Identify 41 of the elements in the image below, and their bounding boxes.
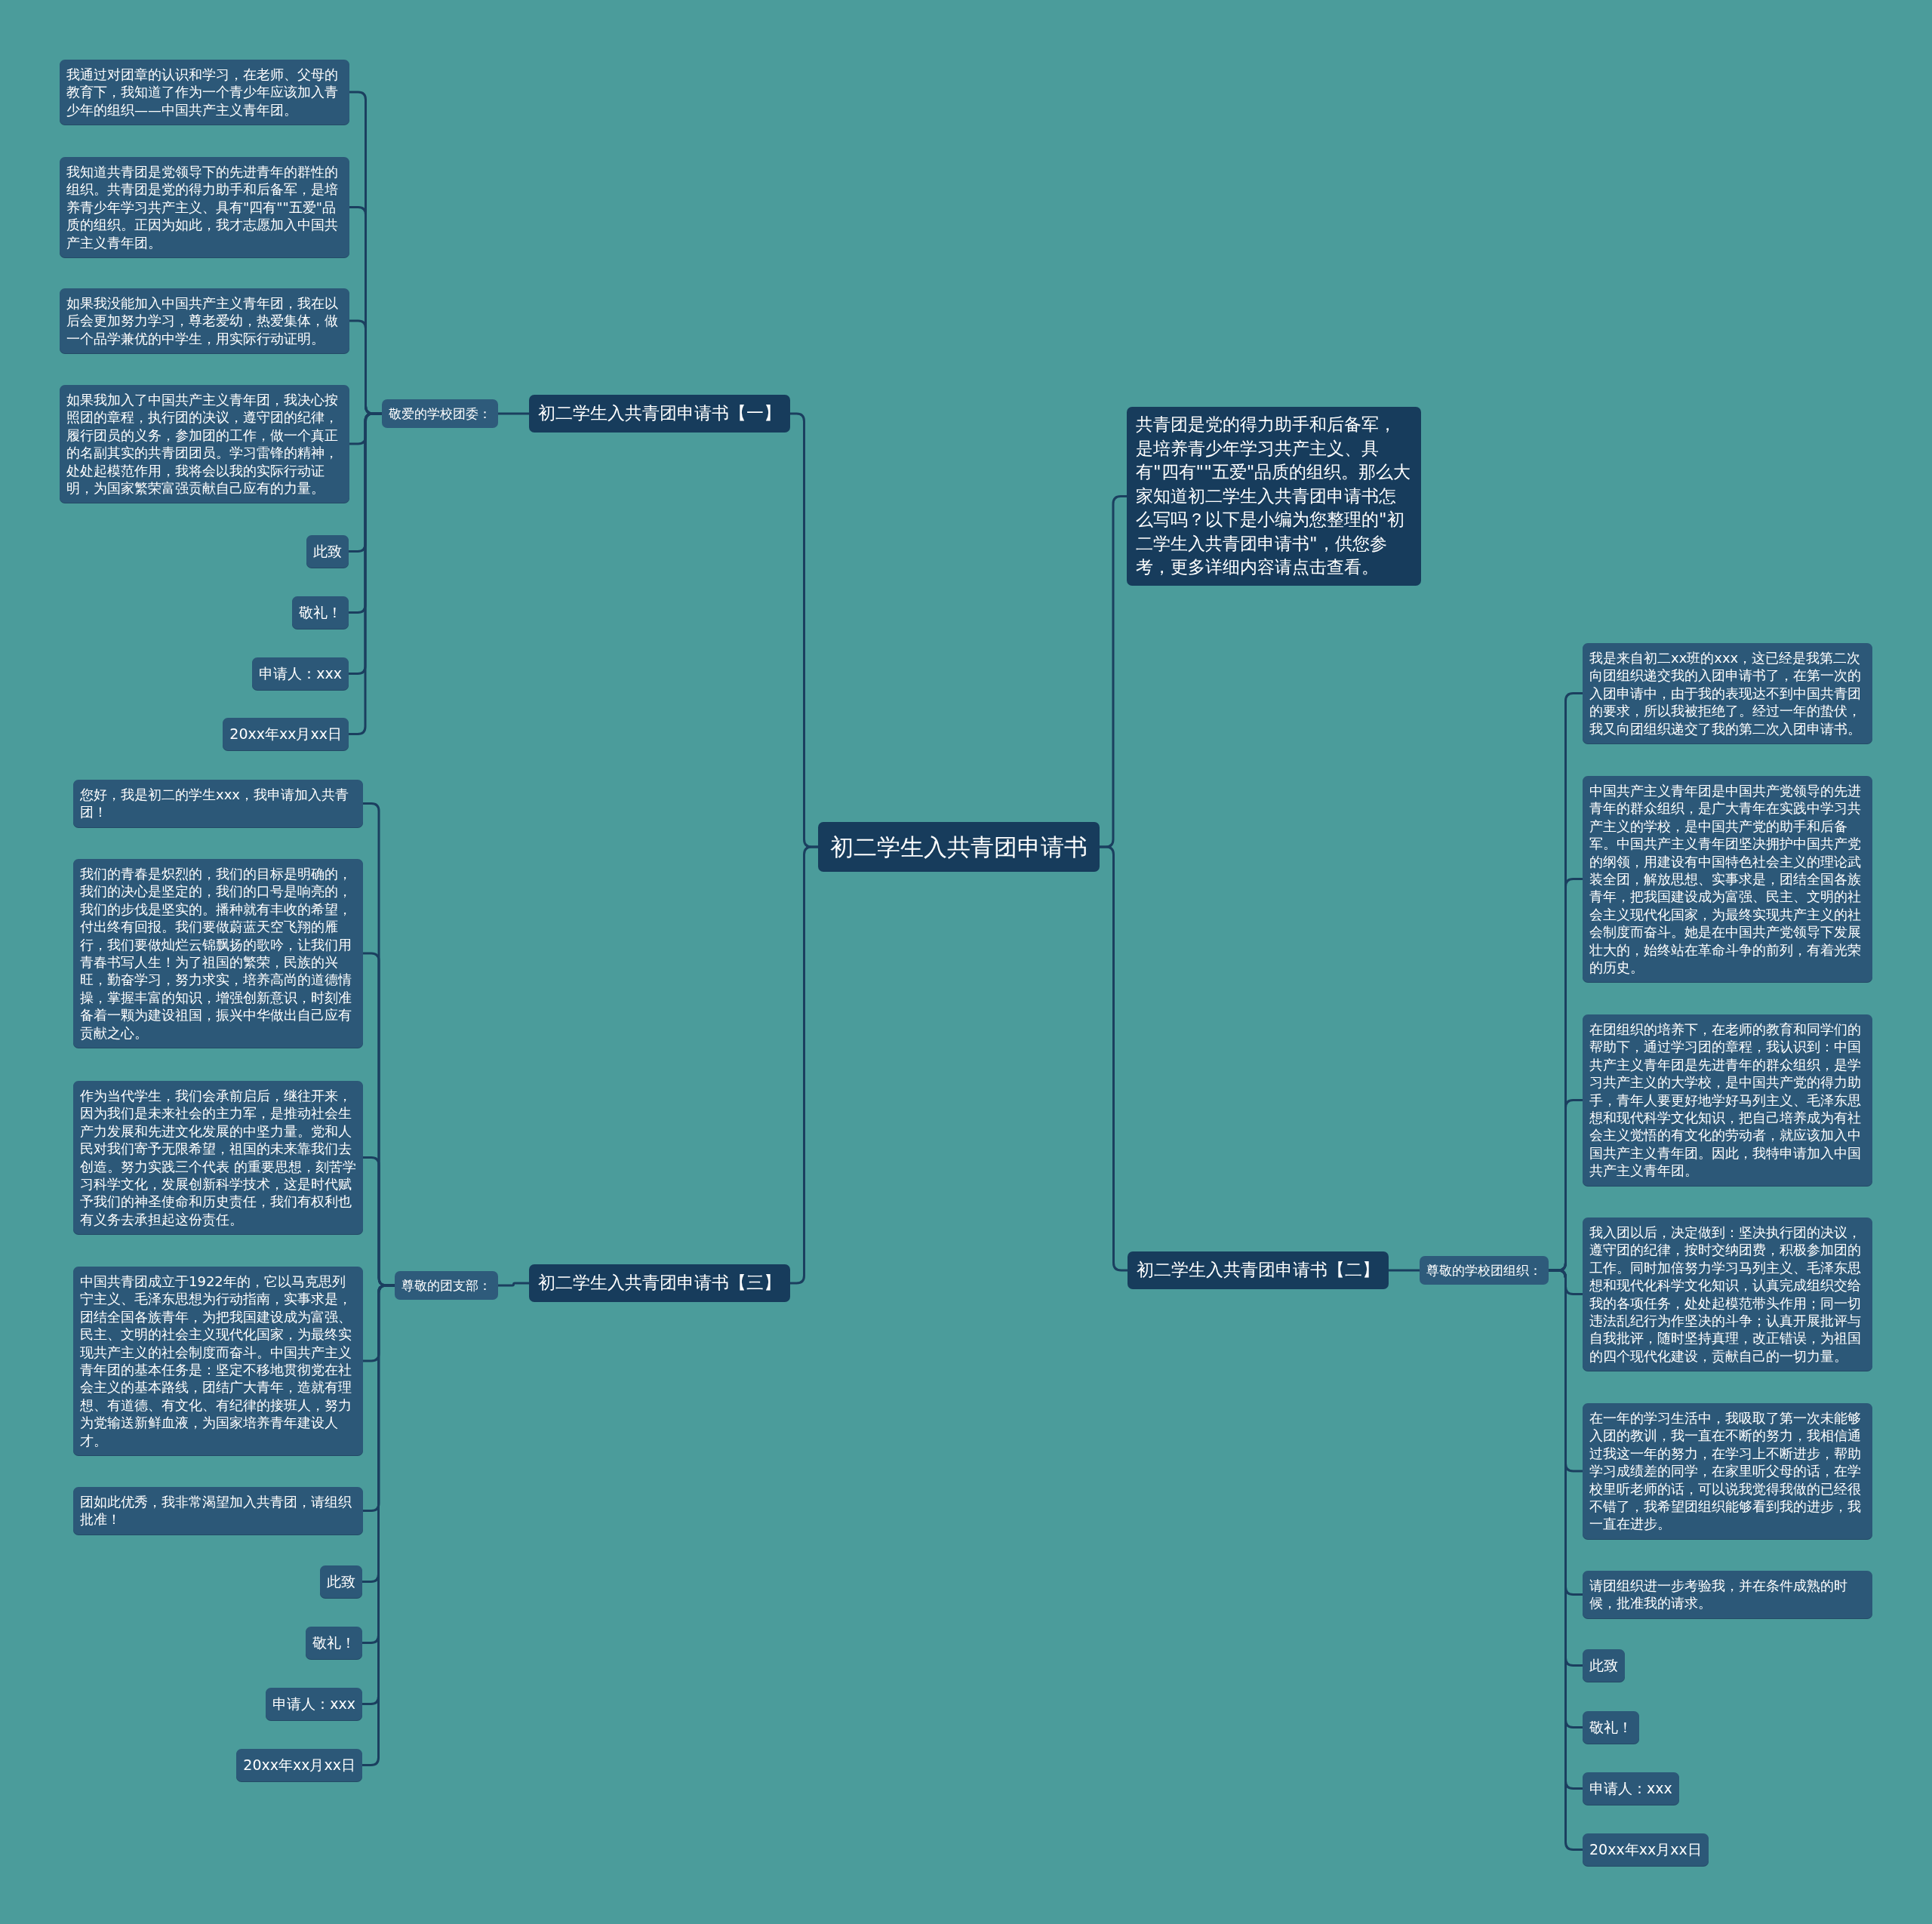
connector-line — [498, 412, 529, 415]
connector-line — [790, 845, 818, 1285]
central-topic: 初二学生入共青团申请书 — [818, 822, 1100, 873]
text-card: 在一年的学习生活中，我吸取了第一次未能够入团的教训，我一直在不断的努力，我相信通过我这一年的努力，在学习上不断进步，帮助学习成绩差的同学，在家里听父母的话，在学校里听老师的话，可以说我觉得我做的已经很不错了，我希望团组织能够看到我的进步，我一直在进步。 — [1583, 1403, 1872, 1539]
text-card: 20xx年xx月xx日 — [236, 1749, 362, 1781]
greeting-topic: 尊敬的学校团组织： — [1420, 1256, 1549, 1285]
text-card: 20xx年xx月xx日 — [223, 718, 349, 750]
branch-topic: 初二学生入共青团申请书【二】 — [1128, 1251, 1389, 1289]
connector-line — [498, 1282, 529, 1287]
text-card: 在团组织的培养下，在老师的教育和同学们的帮助下，通过学习团的章程，我认识到：中国共产主义青年团是先进青年的群众组织，是学习共产主义的大学校，是中国共产党的得力助手，青年人要更好地学好马列主义、毛泽东思想和现代科学文化知识，把自己培养成为有社会主义觉悟的有文化的劳动者，就应该加入中国共产主义青年团。因此，我特申请加入中国共产主义青年团。 — [1583, 1014, 1872, 1186]
text-card: 我是来自初二xx班的xxx，这已经是我第二次向团组织递交我的入团申请书了，在第一次的入团申请中，由于我的表现达不到中国共青团的要求，所以我被拒绝了。经过一年的蛰伏，我又向团组织递交了我的第二次入团申请书。 — [1583, 643, 1872, 743]
connector-line — [349, 412, 382, 735]
text-card: 申请人：xxx — [266, 1688, 362, 1720]
text-card: 如果我加入了中国共产主义青年团，我决心按照团的章程，执行团的决议，遵守团的纪律，履行团员的义务，参加团的工作，做一个真正的名副其实的共青团团员。学习雷锋的精神，处处起模范作用，我将会以我的实际行动证明，为国家繁荣富强贡献自己应有的力量。 — [60, 385, 349, 503]
text-card: 我入团以后，决定做到：坚决执行团的决议，遵守团的纪律，按时交纳团费，积极参加团的工作。同时加倍努力学习马列主义、毛泽东思想和现代化科学文化知识，认真完成组织交给我的各项任务，处处起模范带头作用；同一切违法乱纪行为作坚决的斗争；认真开展批评与自我批评，随时坚持真理，改正错误，为祖国的四个现代化建设，贡献自己的一切力量。 — [1583, 1218, 1872, 1371]
text-card: 如果我没能加入中国共产主义青年团，我在以后会更加努力学习，尊老爱幼，热爱集体，做一个品学兼优的中学生，用实际行动证明。 — [60, 288, 349, 354]
text-card: 此致 — [306, 535, 349, 568]
connector-line — [1389, 1269, 1420, 1272]
branch-topic: 初二学生入共青团申请书【三】 — [529, 1264, 790, 1302]
text-card: 敬礼！ — [1583, 1711, 1639, 1744]
greeting-topic: 尊敬的团支部： — [395, 1271, 498, 1301]
intro-card: 共青团是党的得力助手和后备军，是培养青少年学习共产主义、具有"四有""五爱"品质的组织。那么大家知道初二学生入共青团申请书怎么写吗？以下是小编为您整理的"初二学生入共青团申请书"，供您参考，更多详细内容请点击查看。 — [1127, 407, 1421, 586]
greeting-topic: 敬爱的学校团委： — [382, 399, 498, 429]
text-card: 此致 — [1583, 1649, 1625, 1682]
branch-topic: 初二学生入共青团申请书【一】 — [529, 395, 790, 433]
text-card: 我知道共青团是党领导下的先进青年的群性的组织。共青团是党的得力助手和后备军，是培养青少年学习共产主义、具有"四有""五爱"品质的组织。正因为如此，我才志愿加入中国共产主义青年团。 — [60, 157, 349, 257]
text-card: 我们的青春是炽烈的，我们的目标是明确的，我们的决心是坚定的，我们的口号是响亮的，我们的步伐是坚实的。播种就有丰收的希望，付出终有回报。我们要做蔚蓝天空飞翔的雁行，我们要做灿烂云锦飘扬的歌吟，让我们用青春书写人生！为了祖国的繁荣，民族的兴旺，勤奋学习，努力求实，培养高尚的道德情操，掌握丰富的知识，增强创新意识，时刻准备着一颗为建设祖国，振兴中华做出自己应有贡献之心。 — [73, 859, 363, 1048]
text-card: 作为当代学生，我们会承前启后，继往开来，因为我们是未来社会的主力军，是推动社会生产力发展和先进文化发展的中坚力量。党和人民对我们寄予无限希望，祖国的未来靠我们去创造。努力实践三个代表 的重要思想，刻苦学习科学文化，发展创新科学技术，这是时代赋予我们的神圣使命和历史责任，我们有权利也有义务去承担起这份责任。 — [73, 1081, 363, 1235]
text-card: 敬礼！ — [306, 1627, 362, 1659]
text-card: 中国共产主义青年团是中国共产党领导的先进青年的群众组织，是广大青年在实践中学习共产主义的学校，是中国共产党的助手和后备军。中国共产主义青年团坚决拥护中国共产党的纲领，用建设有中国特色社会主义的理论武装全团，解放思想、实事求是，团结全国各族青年，把我国建设成为富强、民主、文明的社会主义现代化国家，为最终实现共产主义的社会制度而奋斗。她是在中国共产党领导下发展壮大的，始终站在革命斗争的前列，有着光荣的历史。 — [1583, 776, 1872, 983]
text-card: 申请人：xxx — [252, 657, 349, 690]
text-card: 敬礼！ — [292, 596, 349, 629]
text-card: 请团组织进一步考验我，并在条件成熟的时候，批准我的请求。 — [1583, 1571, 1872, 1618]
connector-line — [1100, 845, 1128, 1272]
text-card: 申请人：xxx — [1583, 1772, 1679, 1805]
text-card: 团如此优秀，我非常渴望加入共青团，请组织批准！ — [73, 1487, 363, 1535]
text-card: 我通过对团章的认识和学习，在老师、父母的教育下，我知道了作为一个青少年应该加入青少年的组织——中国共产主义青年团。 — [60, 60, 349, 125]
text-card: 此致 — [320, 1565, 362, 1598]
text-card: 20xx年xx月xx日 — [1583, 1833, 1709, 1866]
text-card: 中国共青团成立于1922年的，它以马克思列宁主义、毛泽东思想为行动指南，实事求是，团结全国各族青年，为把我国建设成为富强、民主、文明的社会主义现代化国家，为最终实现共产主义的社会制度而奋斗。中国共产主义青年团的基本任务是：坚定不移地贯彻党在社会主义的基本路线，团结广大青年，造就有理想、有道德、有文化、有纪律的接班人，努力为党输送新鲜血液，为国家培养青年建设人才。 — [73, 1267, 363, 1455]
text-card: 您好，我是初二的学生xxx，我申请加入共青团！ — [73, 780, 363, 827]
